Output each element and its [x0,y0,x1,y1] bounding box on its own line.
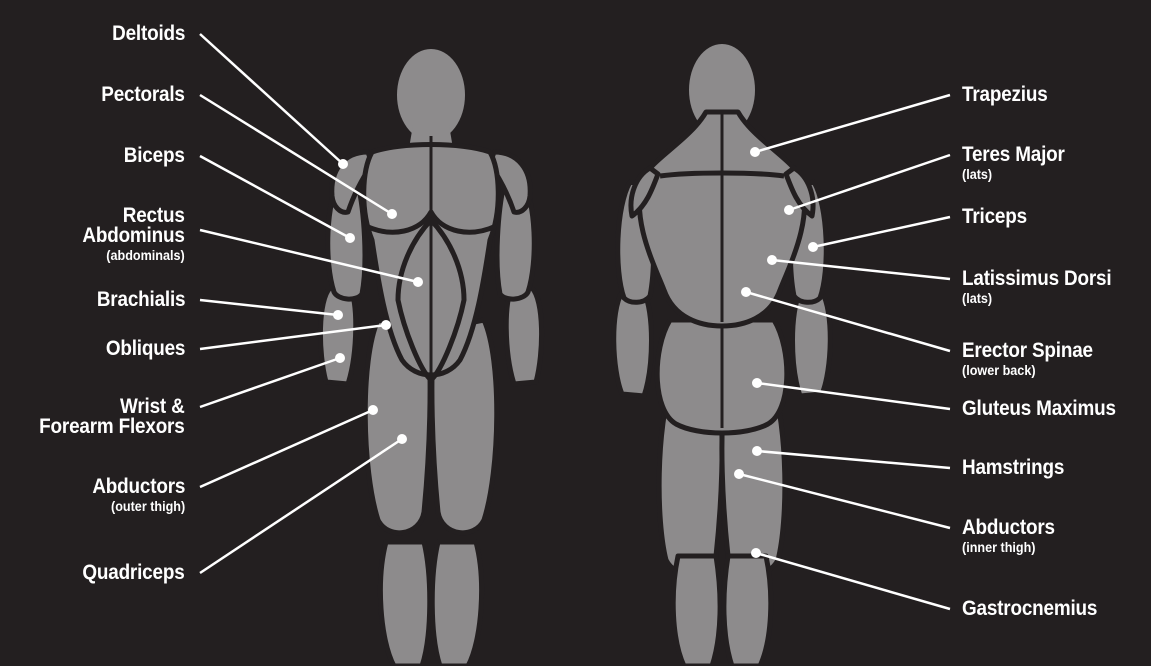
label-biceps-text: Biceps [124,146,185,166]
label-triceps: Triceps [962,207,1034,227]
leader-dot-wrist [335,353,345,363]
leader-line-latissimus [772,260,950,279]
label-gluteus-maximus: Gluteus Maximus [962,399,1133,419]
label-gastrocnemius: Gastrocnemius [962,599,1112,619]
label-erector-sub: (lower back) [962,362,1093,378]
leader-line-quadriceps [200,439,402,573]
label-latissimus-sub: (lats) [962,290,1111,306]
leader-dot-biceps [345,233,355,243]
leader-dot-gluteus [752,378,762,388]
label-brachialis: Brachialis [87,290,185,310]
leader-dot-teres [784,205,794,215]
label-latissimus-dorsi: Latissimus Dorsi (lats) [962,269,1128,306]
leader-line-wrist [200,358,340,407]
label-abductors-front-text: Abductors [92,477,185,497]
leader-line-biceps [200,156,350,238]
label-erector-text: Erector Spinae [962,341,1093,361]
leader-line-teres [789,155,950,210]
leader-dot-pectorals [387,209,397,219]
leader-dot-deltoids [338,159,348,169]
label-wrist-line2: Forearm Flexors [40,417,185,437]
leader-dot-triceps [808,242,818,252]
label-quadriceps: Quadriceps [71,563,185,583]
leader-dot-obliques [381,320,391,330]
label-abductors-front: Abductors (outer thigh) [82,477,185,514]
leader-line-obliques [200,325,386,349]
leader-line-trapezius [755,95,950,152]
label-rectus-line2: Abdominus [83,226,185,246]
label-teres-sub: (lats) [962,166,1065,182]
leader-dot-rectus [413,277,423,287]
leader-line-deltoids [200,34,343,164]
label-gastrocnemius-text: Gastrocnemius [962,599,1097,619]
leader-dot-brachialis [333,310,343,320]
label-obliques: Obliques [97,339,185,359]
label-triceps-text: Triceps [962,207,1027,227]
label-erector-spinae: Erector Spinae (lower back) [962,341,1107,378]
label-deltoids-text: Deltoids [112,24,185,44]
label-trapezius-text: Trapezius [962,85,1048,105]
label-brachialis-text: Brachialis [96,290,185,310]
label-wrist-forearm: Wrist & Forearm Flexors [23,397,185,437]
leader-dot-hamstrings [752,446,762,456]
leader-dot-gastrocnemius [751,548,761,558]
label-trapezius: Trapezius [962,85,1057,105]
label-abductors-back: Abductors (inner thigh) [962,518,1065,555]
label-pectorals-text: Pectorals [102,85,185,105]
label-abductors-back-sub: (inner thigh) [962,539,1055,555]
label-biceps: Biceps [117,146,185,166]
leader-line-gastrocnemius [756,553,950,609]
label-hamstrings: Hamstrings [962,458,1076,478]
leader-line-rectus [200,230,418,282]
leader-dot-latissimus [767,255,777,265]
leader-line-hamstrings [757,451,950,468]
label-abductors-front-sub: (outer thigh) [92,498,185,514]
leader-line-triceps [813,217,950,247]
leader-line-gluteus [757,383,950,409]
leader-dot-trapezius [750,147,760,157]
label-obliques-text: Obliques [106,339,185,359]
label-teres-text: Teres Major [962,145,1065,165]
label-abductors-back-text: Abductors [962,518,1055,538]
leader-dot-quadriceps [397,434,407,444]
label-quadriceps-text: Quadriceps [83,563,185,583]
leader-line-erector [746,292,950,351]
label-latissimus-text: Latissimus Dorsi [962,269,1111,289]
leader-line-abductors-back [739,474,950,528]
label-pectorals: Pectorals [92,85,185,105]
label-wrist-line1: Wrist & [40,397,185,417]
leader-dot-abductors-back [734,469,744,479]
label-teres-major: Teres Major (lats) [962,145,1076,182]
label-rectus-abdominus: Rectus Abdominus (abdominals) [71,206,185,263]
label-hamstrings-text: Hamstrings [962,458,1064,478]
label-gluteus-text: Gluteus Maximus [962,399,1116,419]
leader-line-brachialis [200,300,338,315]
leader-line-pectorals [200,95,392,214]
leader-dot-erector [741,287,751,297]
label-deltoids: Deltoids [104,24,185,44]
label-rectus-sub: (abdominals) [83,247,185,263]
label-rectus-line1: Rectus [83,206,185,226]
leader-dot-abductors-front [368,405,378,415]
